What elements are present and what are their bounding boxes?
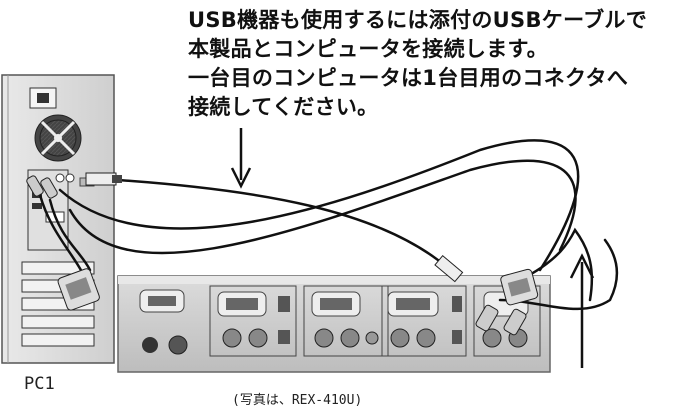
pc-label: PC1 [24,374,55,394]
pc-port-group-2 [303,285,389,357]
photo-note: (写真は、REX-410U) [232,393,363,408]
instruction-caption: USB機器も使用するには添付のUSBケーブルで 本製品とコンピュータを接続します… [188,6,678,122]
usb-cable [116,178,450,270]
pc-port-group-1 [209,285,297,357]
caption-line-2: 本製品とコンピュータを接続します。 [188,37,548,61]
usb-plug-kvm [434,254,464,283]
cable-ps2-2 [58,139,580,272]
caption-line-1: USB機器も使用するには添付のUSBケーブルで [188,8,648,32]
fan-icon [34,114,82,162]
plugs [26,172,539,336]
usb-plug-pc [85,172,117,186]
power-jack-icon [142,337,158,353]
arrow-down-icon [230,128,252,189]
ps2-plug-1 [475,304,499,332]
pc-port-group-3 [381,285,467,357]
cable-ps2-1 [68,159,577,255]
pc-tower [1,74,115,364]
arrow-up-icon [569,253,595,368]
caption-line-4: 接続してください。 [188,95,379,119]
caption-line-3: 一台目のコンピュータは1台目用のコネクタへ [188,66,629,90]
ps2-plug-2 [503,308,527,336]
vga-cable [48,198,92,272]
kvm-switch [117,275,551,373]
